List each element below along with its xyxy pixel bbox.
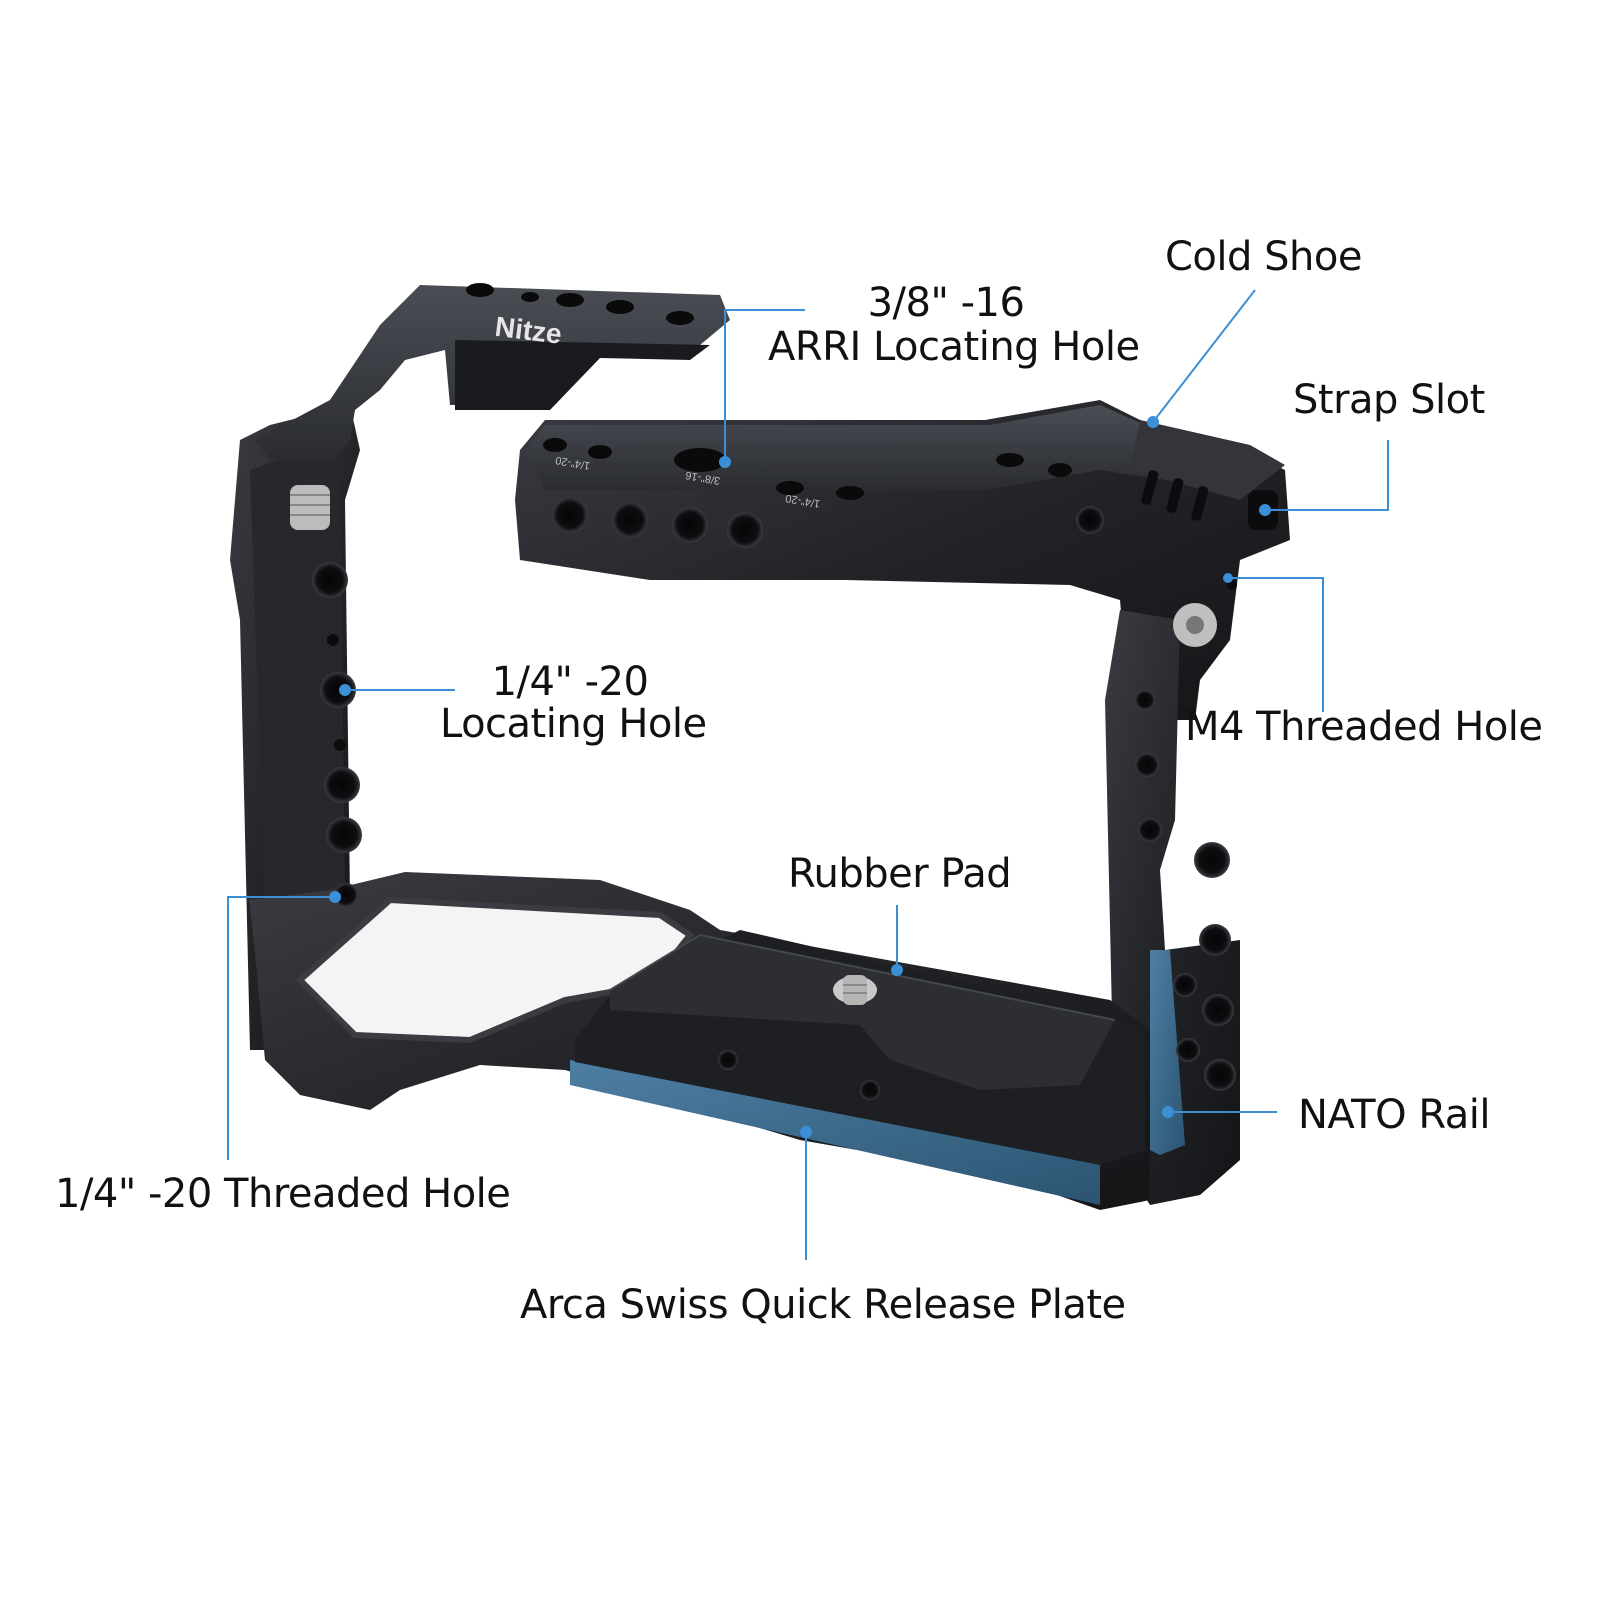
right-side-holes [1135, 690, 1236, 1091]
left-side-holes [312, 562, 362, 907]
callout-lines [227, 289, 1389, 1260]
callout-arca: Arca Swiss Quick Release Plate [520, 1282, 1126, 1328]
callout-m4: M4 Threaded Hole [1185, 704, 1543, 750]
cold-shoe [1130, 420, 1285, 500]
nato-rail [1150, 950, 1185, 1155]
callout-locating-line2: Locating Hole [440, 701, 707, 747]
callout-rubber-pad: Rubber Pad [788, 851, 1012, 897]
rubber-pad [610, 935, 1115, 1090]
callout-dots [329, 416, 1271, 1138]
callout-locating-line1: 1/4" -20 [491, 659, 649, 705]
callout-threaded-hole: 1/4" -20 Threaded Hole [55, 1171, 511, 1217]
cage-left-side-face [250, 440, 345, 900]
arca-plate [570, 1060, 1100, 1205]
callout-nato: NATO Rail [1298, 1092, 1490, 1138]
callout-arri-line1: 3/8" -16 [867, 280, 1025, 326]
callout-cold-shoe: Cold Shoe [1165, 234, 1362, 280]
top-bar-holes [552, 497, 1104, 548]
callout-strap-slot: Strap Slot [1293, 377, 1485, 423]
callout-arri-line2: ARRI Locating Hole [768, 324, 1140, 370]
